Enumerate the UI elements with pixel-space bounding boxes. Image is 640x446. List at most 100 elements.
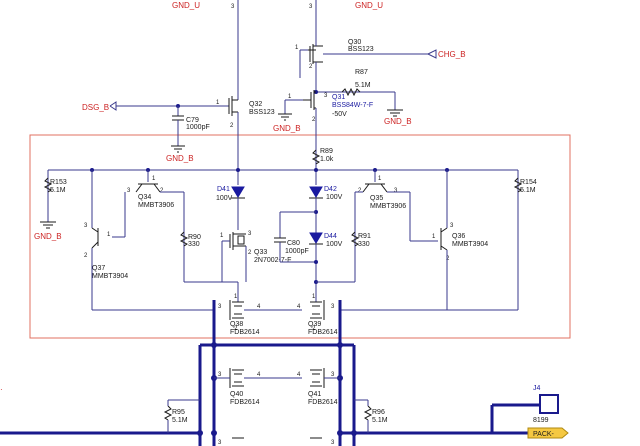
net-gnd-b-4: GND_B xyxy=(34,232,62,241)
pin-label: 1 xyxy=(152,176,156,182)
pin-label: 1 xyxy=(295,45,299,51)
q36-value: MMBT3904 xyxy=(452,241,488,248)
q40-value: FDB2614 xyxy=(230,399,260,406)
transistor-q35[interactable] xyxy=(362,183,388,193)
pin-label: 3 xyxy=(218,440,222,446)
transistor-q38[interactable] xyxy=(229,300,244,320)
transistor-q41[interactable] xyxy=(310,368,325,388)
q31-extra: -50V xyxy=(332,111,347,118)
q41-ref: Q41 xyxy=(308,391,321,398)
d42-ref: D42 xyxy=(324,186,337,193)
q40-ref: Q40 xyxy=(230,391,243,398)
q35-ref: Q35 xyxy=(370,195,383,202)
pin-label: 4 xyxy=(257,304,261,310)
r95-value: 5.1M xyxy=(172,417,188,424)
pin-label: 2 xyxy=(446,256,450,262)
transistor-q40[interactable] xyxy=(229,368,244,388)
q32-value: BSS123 xyxy=(249,109,275,116)
pin-label: 2 xyxy=(309,64,313,70)
r153-ref: R153 xyxy=(50,179,67,186)
c79-value: 1000pF xyxy=(186,124,210,131)
net-pack: PACK- xyxy=(533,431,555,438)
resistor-r96[interactable] xyxy=(363,405,373,421)
pin-label: 3 xyxy=(331,372,335,378)
transistor-q30[interactable] xyxy=(308,42,428,92)
diode-d41[interactable] xyxy=(231,186,245,199)
q36-ref: Q36 xyxy=(452,233,465,240)
resistor-r89[interactable] xyxy=(311,149,321,165)
junction xyxy=(236,168,240,172)
diode-d44[interactable] xyxy=(309,232,323,245)
transistor-q36[interactable] xyxy=(440,227,448,251)
dsg-b-arrow xyxy=(109,101,117,111)
pin-label: 3 xyxy=(84,223,88,229)
pin-label: 2 xyxy=(248,250,252,256)
r87-ref: R87 xyxy=(355,69,368,76)
resistor-r154[interactable] xyxy=(513,177,523,193)
r90-value: 330 xyxy=(188,241,200,248)
net-gnd-u-right: GND_U xyxy=(355,1,383,10)
q38-value: FDB2614 xyxy=(230,329,260,336)
pin-label: 1 xyxy=(288,94,292,100)
net-gnd-b-2: GND_B xyxy=(273,124,301,133)
c80-value: 1000pF xyxy=(285,248,309,255)
q41-value: FDB2614 xyxy=(308,399,338,406)
pin-label: 1 xyxy=(220,233,224,239)
resistor-r153[interactable] xyxy=(43,177,53,193)
transistor-q31[interactable] xyxy=(303,90,316,110)
d41-ref: D41 xyxy=(217,186,230,193)
pin-label: 2 xyxy=(230,123,234,129)
q30-ref: Q30 xyxy=(348,39,361,46)
transistor-q32[interactable] xyxy=(228,96,238,116)
junction xyxy=(211,342,217,348)
transistor-q34[interactable] xyxy=(135,183,161,193)
q31-ref: Q31 xyxy=(332,94,345,101)
junction xyxy=(351,430,357,436)
transistor-q39[interactable] xyxy=(310,300,325,320)
r89-value: 1.0k xyxy=(320,156,334,163)
net-gnd-u-left: GND_U xyxy=(172,1,200,10)
r90-ref: R90 xyxy=(188,234,201,241)
gnd-b-symbol-3 xyxy=(387,109,403,117)
pin-label: 4 xyxy=(297,304,301,310)
r154-value: 5.1M xyxy=(520,187,536,194)
resistor-r95[interactable] xyxy=(163,405,173,421)
q33-value: 2N7002-7-F xyxy=(254,257,291,264)
net-chg-b: CHG_B xyxy=(438,50,466,59)
d44-ref: D44 xyxy=(324,233,337,240)
r91-value: 330 xyxy=(358,241,370,248)
r95-ref: R95 xyxy=(172,409,185,416)
pin-label: 2 xyxy=(160,188,164,194)
diode-d42[interactable] xyxy=(309,186,323,199)
offscreen-marker: · xyxy=(0,385,3,394)
resistor-r91[interactable] xyxy=(350,231,360,247)
transistor-q37[interactable] xyxy=(91,227,99,249)
q34-value: MMBT3906 xyxy=(138,202,174,209)
transistor-q33[interactable] xyxy=(229,232,246,250)
junction xyxy=(211,430,217,436)
capacitor-c80[interactable] xyxy=(274,237,286,243)
gnd-b-symbol-1 xyxy=(171,145,185,153)
gnd-b-symbol-4 xyxy=(40,221,56,229)
resistor-r90[interactable] xyxy=(179,231,189,247)
pin-label: 3 xyxy=(218,372,222,378)
pin-label: 3 xyxy=(394,188,398,194)
pin-label: 2 xyxy=(312,117,316,123)
q31-value: BSS84W-7-F xyxy=(332,102,373,109)
pin-label: 3 xyxy=(331,440,335,446)
r87-value: 5.1M xyxy=(355,82,371,89)
capacitor-c79[interactable] xyxy=(172,115,184,121)
connector-j4[interactable] xyxy=(539,394,559,414)
pack-net-tag[interactable] xyxy=(527,427,569,439)
pin-label: 1 xyxy=(216,100,220,106)
q38-ref: Q38 xyxy=(230,321,243,328)
r96-value: 5.1M xyxy=(372,417,388,424)
r96-ref: R96 xyxy=(372,409,385,416)
pin-label: 3 xyxy=(218,304,222,310)
r153-value: 5.1M xyxy=(50,187,66,194)
q32-ref: Q32 xyxy=(249,101,262,108)
junction xyxy=(337,430,343,436)
pin-label: 1 xyxy=(107,232,111,238)
resistor-r87[interactable] xyxy=(341,87,361,97)
